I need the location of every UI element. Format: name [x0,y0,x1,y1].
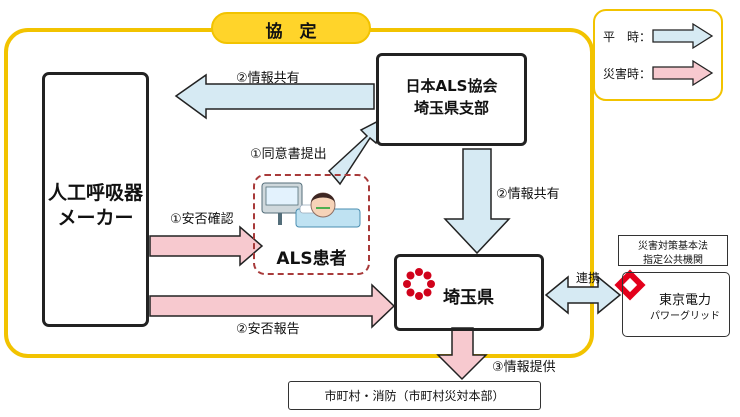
municipal-label: 市町村・消防（市町村災対本部） [324,389,505,403]
jals-name-line1: 日本ALS協会 [405,77,498,95]
saitama-prefecture-box [394,254,544,331]
safety-check-arrow [149,225,264,267]
maker-name-line2: メーカー [57,207,134,229]
tepco-note-box [618,235,728,266]
info-share-label-2: ②情報共有 [496,187,560,202]
jals-branch-box [376,53,527,146]
info-share-arrow-left [174,73,375,120]
safety-report-label: ②安否報告 [236,322,300,337]
info-share-arrow-down [443,148,511,255]
legend-frame [593,9,723,101]
agreement-tab [211,12,371,44]
legend-disaster-arrow [652,59,714,87]
agreement-label: 協 定 [265,22,317,42]
patient-label: ALS患者 [276,249,347,269]
legend-normal-arrow [652,22,714,50]
tepco-box [622,272,730,337]
patient-in-bed-icon [261,182,361,228]
safety-report-arrow [149,283,396,329]
als-patient-box [253,174,370,275]
municipal-fire-box [288,381,541,410]
ventilator-maker-box [42,72,149,327]
saitama-logo-icon [403,268,435,300]
jals-name-line2: 埼玉県支部 [413,99,489,117]
tepco-note-line2: 指定公共機関 [643,255,703,266]
tepco-note-line1: 災害対策基本法 [638,241,708,252]
tepco-name-line2: パワーグリッド [650,311,720,322]
maker-name-line1: 人工呼吸器 [47,182,143,204]
tepco-name-line1: 東京電力 [658,293,711,308]
legend-normal-label: 平 時： [603,30,652,44]
liaison-arrow [544,275,622,315]
info-provide-arrow [436,327,488,381]
info-provide-label: ③情報提供 [492,360,556,375]
legend-disaster-label: 災害時： [603,67,652,81]
info-share-label-1: ②情報共有 [236,71,300,86]
consent-label: ①同意書提出 [250,147,327,162]
safety-check-label: ①安否確認 [170,212,234,227]
saitama-label: 埼玉県 [443,288,494,308]
liaison-label: 連携 [576,271,601,285]
